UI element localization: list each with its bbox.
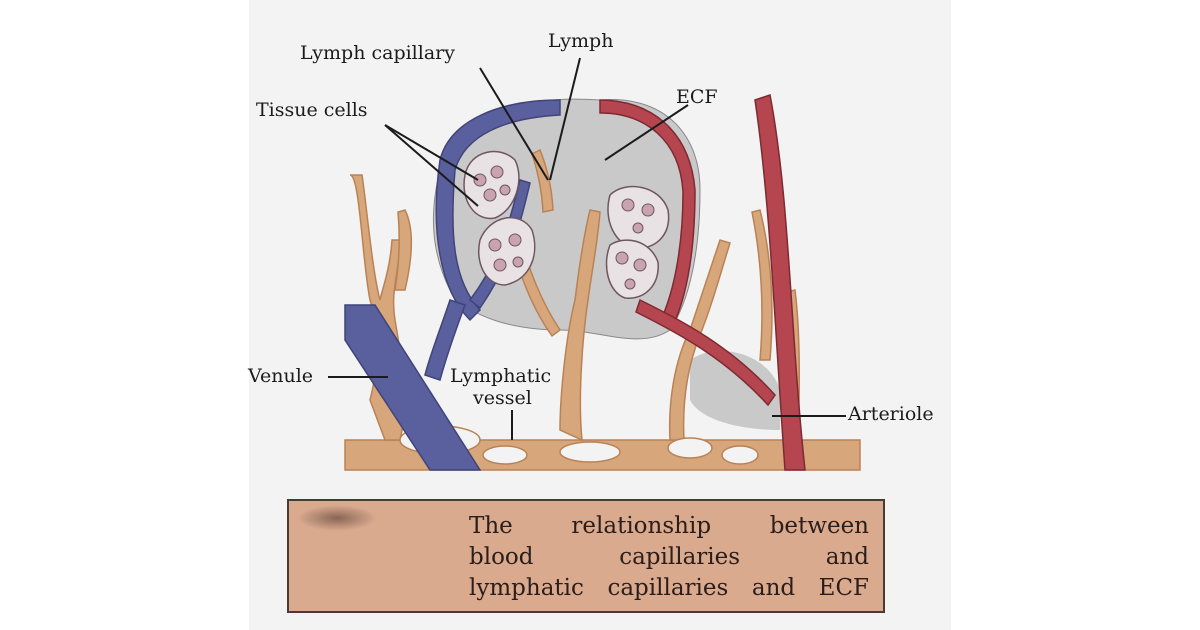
caption-box: The relationship between blood capillari… [287, 499, 885, 613]
tissue-cell-cluster-4 [605, 239, 659, 299]
ecf-region-lower [690, 351, 780, 430]
leader-ecf [604, 104, 689, 161]
tissue-cell-cluster-2 [478, 216, 536, 286]
venule-vessel [344, 99, 561, 471]
caption-smudge [297, 505, 377, 531]
leader-lines [328, 57, 846, 440]
leader-lymph-capillary [479, 67, 549, 181]
label-lymphatic-vessel-line1: Lymphatic [450, 365, 552, 387]
label-lymphatic-vessel-line2: vessel [473, 387, 532, 409]
tissue-cell-cluster-1 [463, 150, 520, 220]
label-arteriole: Arteriole [848, 403, 934, 425]
tissue-cells [463, 150, 670, 299]
caption-line-1: The relationship between [469, 513, 869, 539]
arteriole-vessel [599, 94, 806, 471]
caption-line-3: lymphatic capillaries and ECF [469, 575, 869, 601]
leader-tissue-cells-a [384, 124, 479, 181]
label-ecf: ECF [676, 86, 718, 108]
label-venule: Venule [248, 365, 314, 387]
caption-line-2: blood capillaries and [469, 544, 869, 570]
label-lymph: Lymph [548, 30, 614, 52]
leader-tissue-cells-b [384, 124, 479, 207]
caption-text: The relationship between blood capillari… [469, 511, 869, 604]
label-tissue-cells: Tissue cells [256, 99, 368, 121]
label-lymph-capillary: Lymph capillary [300, 42, 455, 64]
leader-lymph [549, 57, 581, 181]
